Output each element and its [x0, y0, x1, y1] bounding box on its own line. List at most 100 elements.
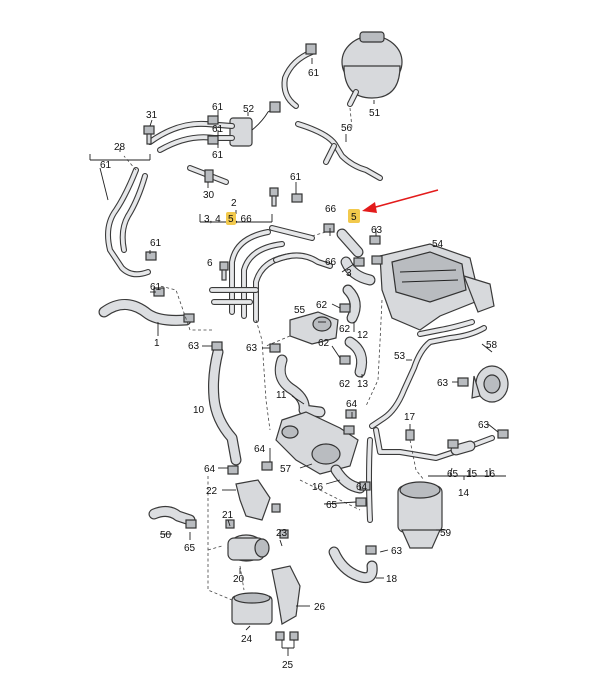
- label-61-d[interactable]: 61: [212, 150, 224, 161]
- label-21[interactable]: 21: [222, 510, 234, 521]
- label-64-d[interactable]: 64: [356, 482, 368, 493]
- label-15[interactable]: 15: [466, 469, 478, 480]
- label-51[interactable]: 51: [369, 108, 381, 119]
- part-53-pipe[interactable]: [369, 319, 487, 429]
- label-54[interactable]: 54: [432, 239, 444, 250]
- label-3-4[interactable]: 3, 4: [204, 214, 221, 225]
- part-12-hose[interactable]: [342, 284, 361, 324]
- part-59-coolant-pump[interactable]: [397, 481, 443, 549]
- part-11-hose[interactable]: [274, 354, 326, 418]
- part-52-temperature-sensor[interactable]: [229, 101, 281, 147]
- part-16-hose[interactable]: [330, 464, 366, 494]
- label-3[interactable]: 3: [346, 268, 352, 279]
- label-56[interactable]: 56: [341, 123, 353, 134]
- part-20-electric-pump[interactable]: [227, 534, 270, 562]
- label-13[interactable]: 13: [357, 379, 369, 390]
- label-30[interactable]: 30: [203, 190, 215, 201]
- label-62-c[interactable]: 62: [318, 338, 330, 349]
- label-64-b[interactable]: 64: [254, 444, 266, 455]
- label-61-g[interactable]: 61: [150, 282, 162, 293]
- label-55[interactable]: 55: [294, 305, 306, 316]
- part-10-hose[interactable]: [208, 346, 242, 466]
- label-61-e[interactable]: 61: [290, 172, 302, 183]
- label-12[interactable]: 12: [357, 330, 369, 341]
- label-18[interactable]: 18: [386, 574, 398, 585]
- label-64-c[interactable]: 64: [204, 464, 216, 475]
- label-61-f[interactable]: 61: [150, 238, 162, 249]
- part-54-coolant-module[interactable]: [379, 243, 495, 331]
- label-2[interactable]: 2: [231, 198, 237, 209]
- label-57[interactable]: 57: [280, 464, 292, 475]
- label-61-c[interactable]: 61: [212, 124, 224, 135]
- label-28[interactable]: 28: [114, 142, 126, 153]
- label-53[interactable]: 53: [394, 351, 406, 362]
- pipe-group-14[interactable]: [366, 427, 495, 523]
- label-62-a[interactable]: 62: [316, 300, 328, 311]
- part-51-expansion-tank[interactable]: [341, 31, 403, 107]
- part-30-cable-tie[interactable]: [187, 165, 229, 185]
- label-64-a[interactable]: 64: [346, 399, 358, 410]
- label-26[interactable]: 26: [314, 602, 326, 613]
- label-62-b[interactable]: 62: [339, 324, 351, 335]
- part-50-hose[interactable]: [148, 505, 196, 526]
- hose-56[interactable]: [295, 121, 383, 181]
- part-24-heater[interactable]: [231, 592, 273, 625]
- label-5-callout[interactable]: 5: [351, 212, 357, 223]
- label-14[interactable]: 14: [458, 488, 470, 499]
- leader-lines: [89, 58, 506, 656]
- label-63-f[interactable]: 63: [391, 546, 403, 557]
- part-26-bracket[interactable]: [271, 565, 301, 625]
- label-62-d[interactable]: 62: [339, 379, 351, 390]
- label-52[interactable]: 52: [243, 104, 255, 115]
- label-65-a[interactable]: 65: [447, 469, 459, 480]
- label-5-list[interactable]: 5: [228, 214, 234, 225]
- label-50[interactable]: 50: [160, 530, 172, 541]
- label-31[interactable]: 31: [146, 110, 158, 121]
- label-6[interactable]: 6: [207, 258, 213, 269]
- label-10[interactable]: 10: [193, 405, 205, 416]
- label-61-top[interactable]: 61: [308, 68, 320, 79]
- label-66-a[interactable]: 66: [325, 204, 337, 215]
- label-17[interactable]: 17: [404, 412, 416, 423]
- label-11[interactable]: 11: [276, 390, 287, 401]
- hose-top-61[interactable]: [281, 43, 317, 109]
- part-31-bolt[interactable]: [143, 125, 155, 145]
- label-1[interactable]: 1: [154, 338, 160, 349]
- pipe-bundle-2[interactable]: [209, 225, 333, 323]
- part-13-hose[interactable]: [344, 336, 368, 378]
- label-23[interactable]: 23: [276, 528, 288, 539]
- part-3-hose[interactable]: [340, 256, 376, 286]
- label-63-a[interactable]: 63: [371, 225, 383, 236]
- label-63-b[interactable]: 63: [188, 341, 200, 352]
- label-65-c[interactable]: 65: [184, 543, 196, 554]
- part-61-bolt-upper[interactable]: [269, 187, 279, 207]
- part-1-hose[interactable]: [98, 299, 192, 326]
- hose-clamps: [145, 115, 509, 641]
- label-58[interactable]: 58: [486, 340, 498, 351]
- label-59[interactable]: 59: [440, 528, 452, 539]
- part-57-coolant-flange[interactable]: [275, 411, 359, 475]
- label-66-b[interactable]: 66: [325, 257, 337, 268]
- part-18-hose[interactable]: [328, 546, 378, 584]
- part-5-hose[interactable]: [336, 228, 364, 258]
- part-58-auxiliary-pump[interactable]: [471, 365, 509, 403]
- label-25[interactable]: 25: [282, 660, 294, 671]
- label-63-e[interactable]: 63: [478, 420, 490, 431]
- label-20[interactable]: 20: [233, 574, 245, 585]
- label-16-a[interactable]: 16: [484, 469, 496, 480]
- label-22[interactable]: 22: [206, 486, 218, 497]
- reference-lines: [123, 107, 425, 601]
- part-22-bracket[interactable]: [235, 479, 271, 521]
- label-63-c[interactable]: 63: [246, 343, 258, 354]
- label-24[interactable]: 24: [241, 634, 253, 645]
- part-6-bolt[interactable]: [219, 261, 229, 281]
- pipes-upper-left[interactable]: [105, 120, 235, 278]
- part-55-thermostat-housing[interactable]: [289, 311, 339, 345]
- label-63-d[interactable]: 63: [437, 378, 449, 389]
- label-16-b[interactable]: 16: [312, 482, 324, 493]
- label-65-b[interactable]: 65: [326, 500, 338, 511]
- label-61-b[interactable]: 61: [212, 102, 224, 113]
- label-66-list[interactable]: , 66: [235, 214, 252, 225]
- label-61-group28[interactable]: 61: [100, 160, 112, 171]
